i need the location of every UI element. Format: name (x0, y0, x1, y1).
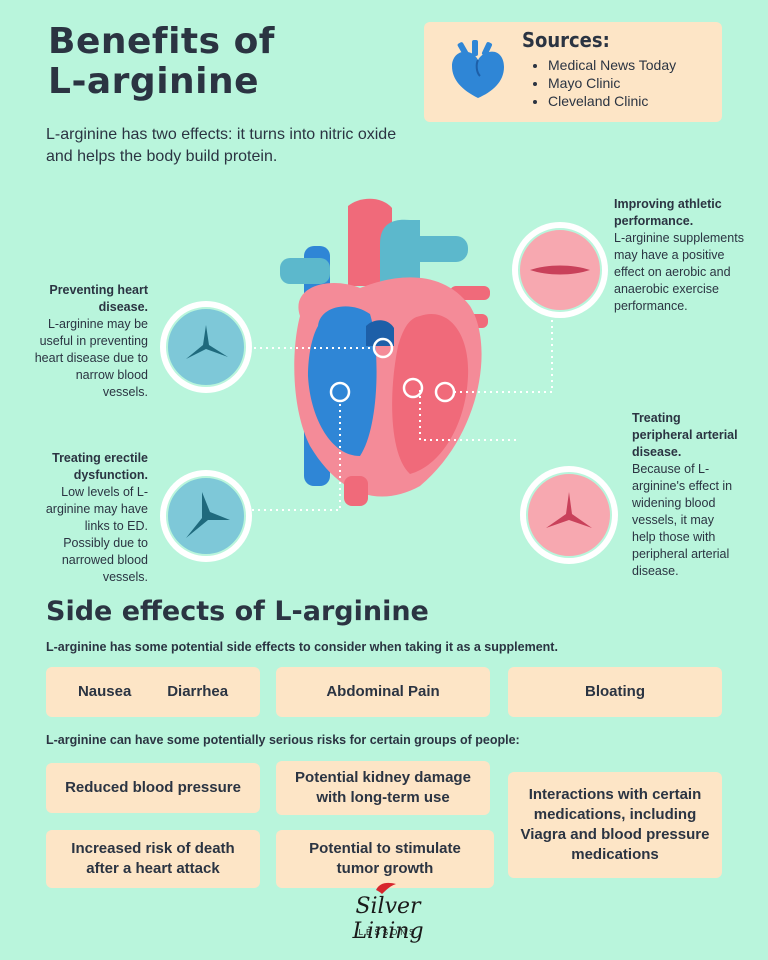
callout-pad-text: Because of L-arginine's effect in wideni… (632, 462, 733, 578)
valve-heart-disease (160, 301, 252, 393)
title-line-1: Benefits of (48, 21, 275, 62)
risk-kidney: Potential kidney damage with long-term u… (295, 769, 471, 806)
risk-box: Interactions with certain medications, i… (508, 772, 722, 878)
side-effect-nausea: Nausea (77, 683, 132, 700)
risk-box: Potential kidney damage with long-term u… (276, 761, 490, 815)
side-effect-abdominal-pain: Abdominal Pain (326, 683, 440, 700)
side-effect-diarrhea: Diarrhea (167, 683, 229, 700)
risk-box: Increased risk of death after a heart at… (46, 830, 260, 888)
logo-caps: LESSONS (358, 928, 418, 937)
side-effects-note: L-arginine has some potential side effec… (46, 640, 558, 654)
callout-heart-disease: Preventing heart disease. L-arginine may… (30, 282, 148, 401)
tricuspid-valve-icon (186, 325, 228, 359)
risk-reduced-bp: Reduced blood pressure (65, 779, 241, 796)
risks-note: L-arginine can have some potentially ser… (46, 733, 520, 747)
heart-icon (452, 40, 504, 98)
aortic-valve-icon (546, 492, 592, 528)
callout-ed-text: Low levels of L-arginine may have links … (45, 485, 148, 584)
risk-box: Reduced blood pressure (46, 763, 260, 813)
title-line-2: L-arginine (48, 61, 260, 102)
sources-box: Sources: Medical News Today Mayo Clinic … (424, 22, 722, 122)
callout-pad: Treating peripheral arterial disease. Be… (632, 410, 738, 580)
source-item: Mayo Clinic (548, 74, 676, 92)
callout-ed-title: Treating erectile dysfunction. (52, 451, 148, 482)
callout-athletic-text: L-arginine supplements may have a positi… (614, 231, 744, 313)
valve-athletic (512, 222, 608, 318)
intro-text: L-arginine has two effects: it turns int… (46, 126, 397, 165)
risk-box: Potential to stimulate tumor growth (276, 830, 494, 888)
callout-athletic-title: Improving athletic performance. (614, 197, 722, 228)
callout-heart-title: Preventing heart disease. (49, 283, 148, 314)
source-item: Cleveland Clinic (548, 92, 676, 110)
risk-tumor: Potential to stimulate tumor growth (309, 840, 461, 877)
callout-pad-title: Treating peripheral arterial disease. (632, 411, 738, 459)
side-effect-box: Nausea Diarrhea (46, 667, 260, 717)
callout-athletic: Improving athletic performance. L-argini… (614, 196, 744, 315)
valve-pad (520, 466, 618, 564)
side-effect-box: Bloating (508, 667, 722, 717)
risk-interactions: Interactions with certain medications, i… (520, 786, 710, 863)
page-title: Benefits of L-arginine (48, 22, 275, 102)
risk-heart-attack: Increased risk of death after a heart at… (71, 840, 235, 877)
heart-illustration (280, 198, 490, 506)
side-effects-heading: Side effects of L-arginine (46, 596, 429, 627)
sources-list: Medical News Today Mayo Clinic Cleveland… (530, 56, 676, 110)
pulmonary-valve-icon (186, 492, 230, 538)
bird-icon (376, 882, 396, 894)
silver-lining-logo: Silver Lining LESSONS (318, 880, 458, 950)
side-effect-box: Abdominal Pain (276, 667, 490, 717)
callout-ed: Treating erectile dysfunction. Low level… (36, 450, 148, 586)
valve-ed (160, 470, 252, 562)
mitral-valve-icon (530, 265, 590, 275)
sources-heading: Sources: (522, 28, 610, 52)
logo-script: Silver Lining (352, 894, 424, 944)
source-item: Medical News Today (548, 56, 676, 74)
side-effect-bloating: Bloating (585, 683, 645, 700)
callout-heart-text: L-arginine may be useful in preventing h… (34, 317, 148, 399)
